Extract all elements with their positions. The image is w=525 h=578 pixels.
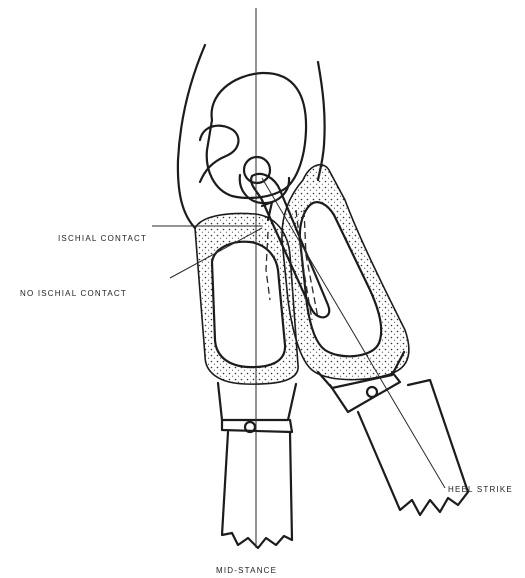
mid-stance-socket-inner bbox=[212, 242, 285, 367]
ischial-contact-label: ISCHIAL CONTACT bbox=[58, 234, 147, 243]
heel-strike-pylon bbox=[358, 380, 468, 515]
mid-stance-shank bbox=[218, 383, 296, 420]
no-ischial-contact-label: NO ISCHIAL CONTACT bbox=[20, 289, 127, 298]
mid-stance-label: MID-STANCE bbox=[216, 566, 277, 575]
mid-stance-pylon bbox=[222, 432, 292, 548]
femoral-head bbox=[244, 157, 270, 183]
mid-stance-knee-block bbox=[222, 420, 292, 432]
heel-strike-knee-bolt bbox=[367, 387, 377, 397]
heel-strike-label: HEEL STRIKE bbox=[448, 485, 513, 494]
torso-right-outline bbox=[318, 62, 325, 180]
